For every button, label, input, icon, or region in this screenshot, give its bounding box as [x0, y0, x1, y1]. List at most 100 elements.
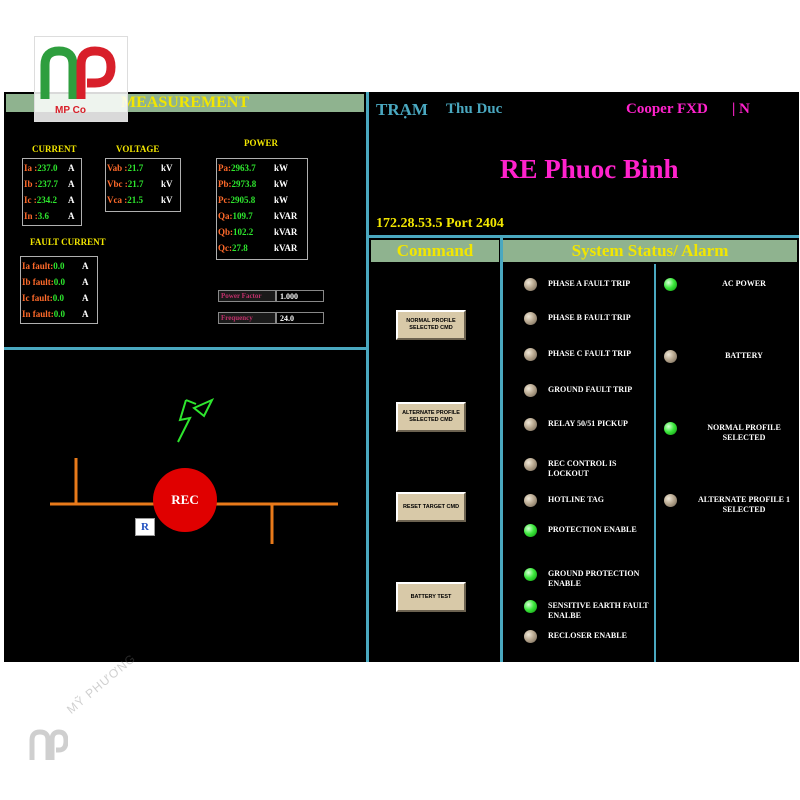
lightning-icon — [177, 397, 215, 443]
power-heading: POWER — [244, 138, 279, 148]
voltage-value: 21.7 — [127, 179, 144, 189]
current-key: In : — [24, 211, 38, 221]
power-key: Qb: — [218, 227, 234, 237]
battery-test-button[interactable]: BATTERY TEST — [396, 582, 466, 612]
power-row: Pc:2905.8 kW — [218, 192, 306, 208]
power-factor-label: Power Factor — [218, 290, 276, 302]
power-value: 102.2 — [233, 227, 254, 237]
voltage-unit: kV — [161, 163, 173, 173]
status-led-icon — [524, 348, 537, 361]
logo-mark-icon — [40, 46, 116, 99]
frequency-value: 24.0 — [276, 312, 324, 324]
status-label: PROTECTION ENABLE — [548, 525, 637, 534]
current-heading: CURRENT — [32, 144, 77, 154]
status-led-icon — [524, 568, 537, 581]
current-value: 3.6 — [37, 211, 50, 221]
normal-profile-cmd-button[interactable]: NORMAL PROFILE SELECTED CMD — [396, 310, 466, 340]
power-unit: kW — [274, 163, 289, 173]
status-led-icon — [664, 350, 677, 363]
power-key: Pc: — [218, 195, 231, 205]
voltage-heading: VOLTAGE — [116, 144, 160, 154]
fault-current-unit: A — [82, 261, 89, 271]
power-key: Pa: — [218, 163, 231, 173]
power-key: Qa: — [218, 211, 233, 221]
fault-current-row: Ia fault:0.0 A — [22, 258, 96, 274]
fault-current-key: In fault: — [22, 309, 54, 319]
oneline-diagram — [50, 397, 338, 544]
status-led-icon — [524, 600, 537, 613]
voltage-unit: kV — [161, 179, 173, 189]
status-led-icon — [524, 524, 537, 537]
remote-badge: R — [135, 518, 155, 536]
fault-current-unit: A — [82, 293, 89, 303]
command-title: Command — [371, 240, 499, 262]
power-key: Pb: — [218, 179, 232, 189]
power-value: 27.8 — [232, 243, 248, 253]
status-label: GROUND FAULT TRIP — [548, 385, 633, 394]
status-title: System Status/ Alarm — [503, 240, 797, 262]
power-value: 2905.8 — [230, 195, 256, 205]
power-unit: kW — [274, 195, 289, 205]
power-row: Qa:109.7 kVAR — [218, 208, 306, 224]
power-factor-value: 1.000 — [276, 290, 324, 302]
device-model: Cooper FXD — [626, 101, 708, 117]
current-key: Ic : — [24, 195, 37, 205]
status-label: RECLOSER ENABLE — [548, 631, 627, 640]
power-value: 2963.7 — [231, 163, 256, 173]
fault-current-value: 0.0 — [53, 277, 66, 287]
power-unit: kVAR — [274, 211, 298, 221]
current-key: Ib : — [24, 179, 38, 189]
power-unit: kVAR — [274, 227, 298, 237]
current-key: Ia : — [24, 163, 38, 173]
reset-target-cmd-button[interactable]: RESET TARGET CMD — [396, 492, 466, 522]
status-label: NORMAL PROFILE SELECTED — [707, 423, 781, 442]
alternate-profile-cmd-button[interactable]: ALTERNATE PROFILE SELECTED CMD — [396, 402, 466, 432]
status-led-icon — [524, 630, 537, 643]
current-unit: A — [68, 211, 75, 221]
status-label: PHASE B FAULT TRIP — [548, 313, 631, 322]
recloser-button[interactable]: REC — [153, 468, 217, 532]
page-title: RE Phuoc Binh — [500, 154, 679, 184]
status-label: AC POWER — [722, 279, 766, 288]
status-label: GROUND PROTECTION ENABLE — [548, 569, 640, 588]
current-value: 237.0 — [37, 163, 58, 173]
power-key: Qc: — [218, 243, 232, 253]
power-unit: kW — [274, 179, 289, 189]
voltage-value: 21.7 — [127, 163, 144, 173]
device-suffix: | N — [732, 101, 750, 117]
ip-address: 172.28.53.5 Port 2404 — [376, 216, 504, 231]
current-value: 237.7 — [37, 179, 59, 189]
fault-current-key: Ia fault: — [22, 261, 54, 271]
fault-current-heading: FAULT CURRENT — [30, 237, 106, 247]
status-led-icon — [524, 278, 537, 291]
fault-current-value: 0.0 — [52, 293, 64, 303]
fault-current-key: Ic fault: — [22, 293, 53, 303]
status-led-icon — [524, 494, 537, 507]
power-row: Qc:27.8 kVAR — [218, 240, 306, 256]
status-led-icon — [524, 418, 537, 431]
fault-current-unit: A — [82, 309, 89, 319]
status-label: REC CONTROL IS LOCKOUT — [548, 459, 617, 478]
fault-current-value: 0.0 — [53, 261, 65, 271]
status-led-icon — [524, 458, 537, 471]
power-unit: kVAR — [274, 243, 298, 253]
power-row: Qb:102.2 kVAR — [218, 224, 306, 240]
status-label: SENSITIVE EARTH FAULT ENALBE — [548, 601, 649, 620]
recloser-label: REC — [171, 492, 199, 507]
current-unit: A — [68, 163, 75, 173]
frequency-label: Frequency — [218, 312, 276, 324]
current-row: Ia :237.0 A — [24, 160, 80, 176]
power-value: 109.7 — [232, 211, 253, 221]
voltage-value: 21.5 — [127, 195, 143, 205]
status-label: RELAY 50/51 PICKUP — [548, 419, 628, 428]
status-label: BATTERY — [725, 351, 763, 360]
fault-current-unit: A — [82, 277, 89, 287]
